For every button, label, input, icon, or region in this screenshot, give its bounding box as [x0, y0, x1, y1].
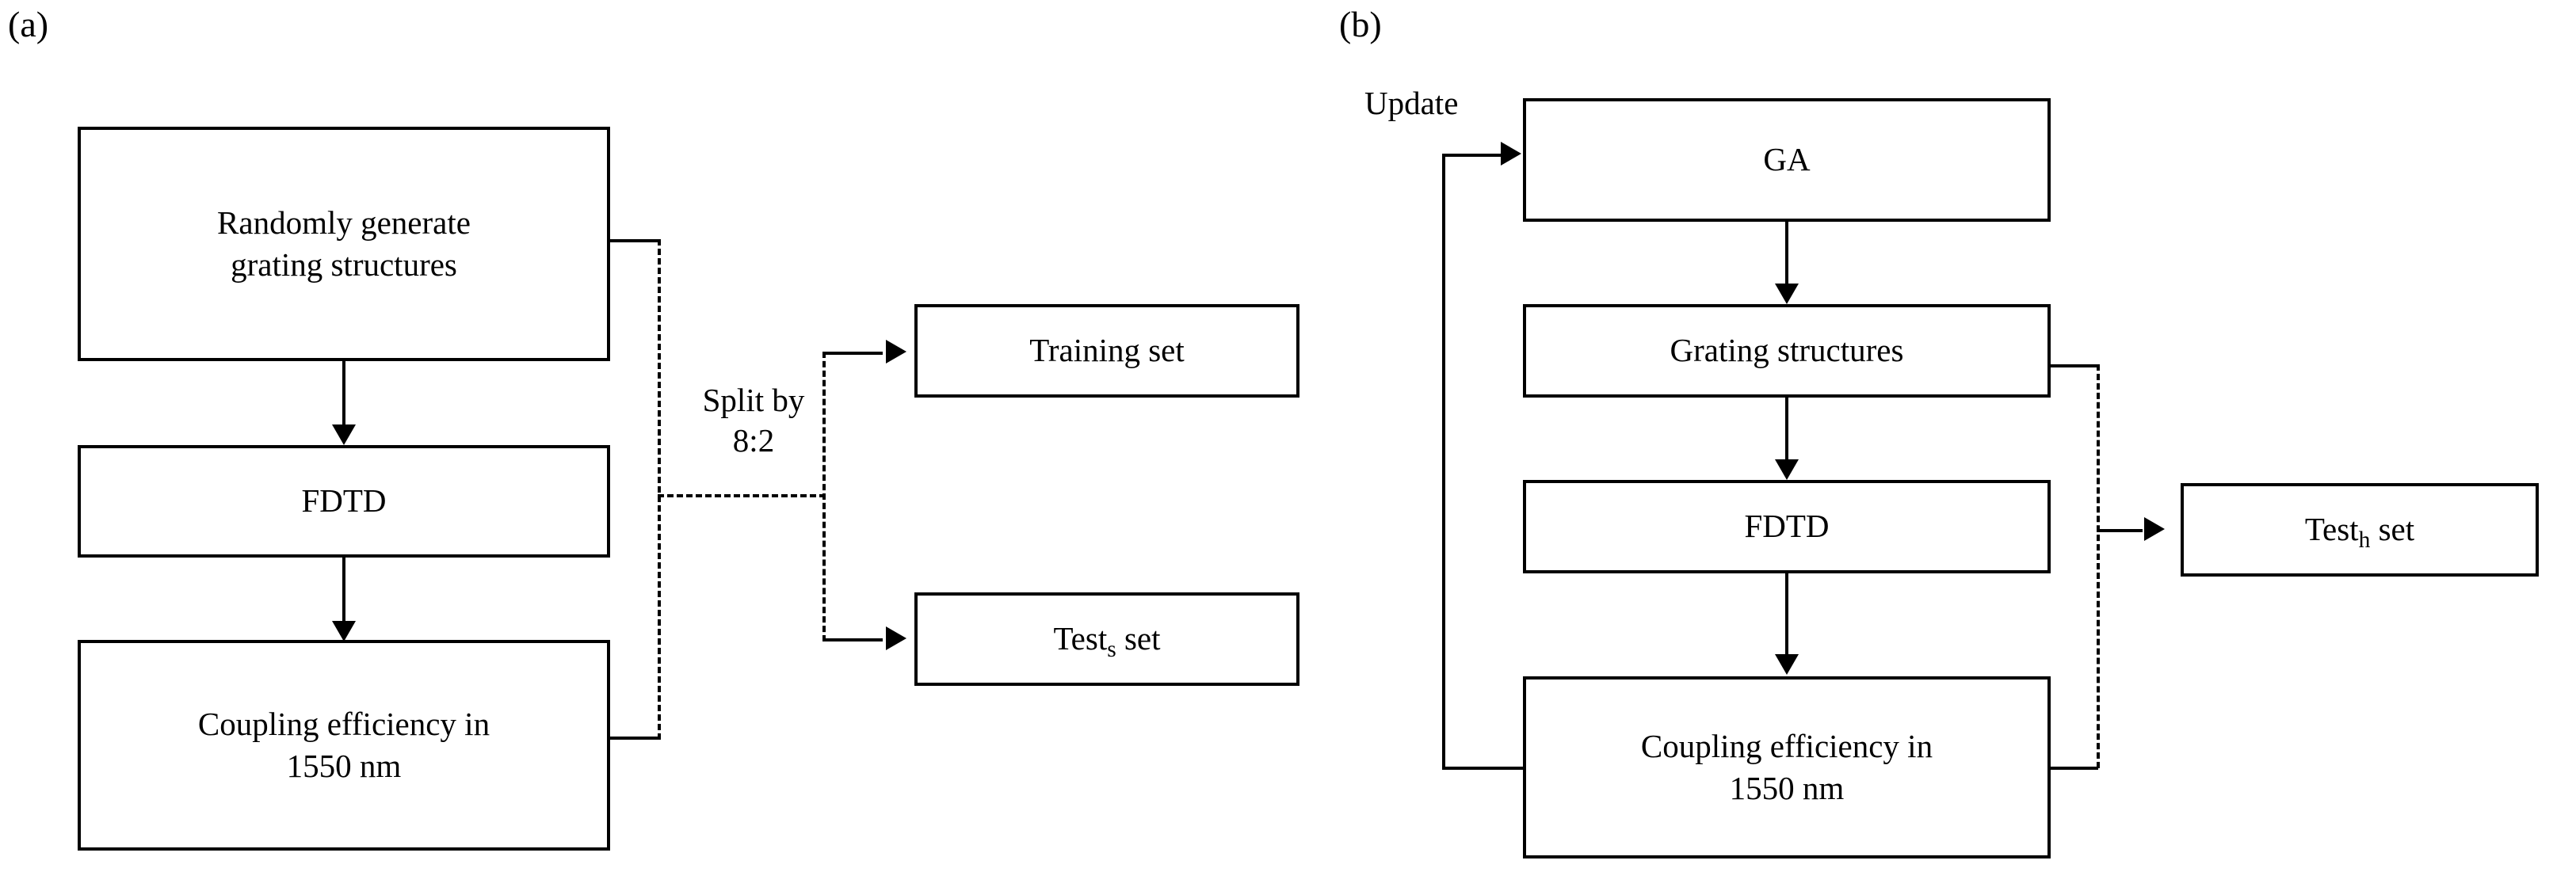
arrowhead-b2-b3-icon	[1775, 459, 1799, 480]
box-label: FDTD	[301, 482, 387, 520]
panel-a-label: (a)	[8, 4, 49, 44]
dashed-connector-a-split	[658, 494, 826, 497]
dashed-stub-a1-right	[610, 239, 659, 242]
dashed-bracket-a-right	[822, 352, 826, 641]
box-ga: GA	[1523, 98, 2051, 222]
box-fdtd-a: FDTD	[78, 445, 610, 558]
arrowhead-b1-b2-icon	[1775, 284, 1799, 304]
box-label-subscript: s	[1107, 637, 1116, 663]
update-label: Update	[1364, 85, 1459, 121]
box-fdtd-b: FDTD	[1523, 480, 2051, 573]
arrowhead-training-set-icon	[886, 340, 906, 364]
feedback-line-vertical	[1442, 154, 1445, 770]
box-coupling-efficiency-a: Coupling efficiency in 1550 nm	[78, 640, 610, 851]
arrowhead-a2-a3-icon	[332, 621, 356, 641]
box-label-suffix: set	[2370, 511, 2415, 548]
connector-b1-b2-line	[1785, 222, 1788, 285]
dashed-bracket-a-left	[658, 239, 661, 740]
feedback-line-top	[1442, 154, 1502, 157]
arrowhead-test-h-set-icon	[2144, 517, 2165, 541]
box-label: Tests set	[1047, 618, 1166, 663]
box-label: Grating structures	[1670, 332, 1904, 369]
dashed-stub-a3-right	[610, 737, 659, 740]
box-label-suffix: set	[1116, 620, 1161, 657]
arrowhead-b3-b4-icon	[1775, 654, 1799, 675]
arrowhead-feedback-ga-icon	[1501, 142, 1521, 166]
box-test-h-set: Testh set	[2181, 483, 2539, 577]
arrowhead-a1-a2-icon	[332, 424, 356, 445]
connector-a2-a3-line	[342, 558, 345, 622]
feedback-line-bottom	[1442, 767, 1525, 770]
box-label: FDTD	[1744, 508, 1830, 545]
box-label: Training set	[1029, 332, 1185, 369]
dashed-stub-test-h-set	[2097, 529, 2143, 532]
dashed-stub-test-s-set	[822, 638, 883, 641]
dashed-stub-b2-right	[2051, 364, 2098, 367]
connector-b3-b4-line	[1785, 573, 1788, 656]
box-label-prefix: Test	[2304, 511, 2359, 548]
connector-b2-b3-line	[1785, 398, 1788, 461]
box-randomly-generate-grating-structures: Randomly generate grating structures	[78, 127, 610, 361]
dashed-stub-b4-right	[2051, 767, 2098, 770]
box-label: Coupling efficiency in 1550 nm	[1640, 727, 1933, 806]
box-grating-structures: Grating structures	[1523, 304, 2051, 398]
dashed-bracket-b	[2097, 364, 2100, 768]
box-coupling-efficiency-b: Coupling efficiency in 1550 nm	[1523, 676, 2051, 858]
arrowhead-test-s-set-icon	[886, 626, 906, 650]
box-label: Randomly generate grating structures	[217, 204, 471, 283]
box-label-subscript: h	[2358, 527, 2371, 554]
box-training-set: Training set	[914, 304, 1299, 398]
box-label-prefix: Test	[1053, 620, 1108, 657]
box-test-s-set: Tests set	[914, 592, 1299, 686]
connector-a1-a2-line	[342, 361, 345, 426]
box-label: GA	[1763, 141, 1811, 178]
dashed-stub-training-set	[822, 352, 883, 355]
box-label: Testh set	[2299, 508, 2421, 554]
panel-b-label: (b)	[1339, 4, 1382, 44]
box-label: Coupling efficiency in 1550 nm	[197, 705, 490, 784]
split-ratio-label: Split by 8:2	[702, 382, 805, 459]
